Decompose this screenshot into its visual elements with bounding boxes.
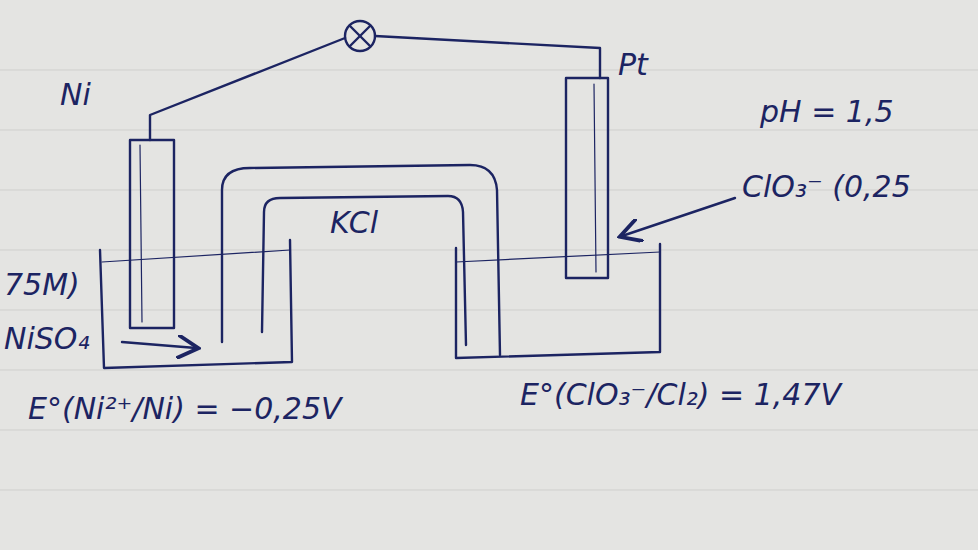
- condition-label: pH = 1,5: [760, 95, 894, 128]
- nickel-electrode: [130, 140, 174, 328]
- salt-bridge-label: KCl: [330, 206, 378, 239]
- wire: [150, 38, 345, 140]
- beaker: [456, 244, 660, 358]
- potential-label: E°(ClO₃⁻/Cl₂) = 1,47V: [520, 378, 841, 411]
- liquid-level: [456, 252, 660, 262]
- electrode-label: Ni: [60, 78, 91, 111]
- platinum-electrode: [566, 78, 608, 278]
- concentration-label: 75M): [4, 268, 80, 301]
- wire: [375, 36, 600, 78]
- leader-arrow: [122, 342, 196, 348]
- lamp-symbol: [345, 21, 375, 51]
- salt-bridge: [262, 196, 466, 345]
- leader-arrow: [622, 198, 735, 236]
- concentration-label: ClO₃⁻ (0,25: [742, 170, 911, 203]
- solution-label: NiSO₄: [4, 322, 89, 355]
- paper-lines: [0, 70, 978, 490]
- electrode-label: Pt: [618, 48, 648, 81]
- salt-bridge: [222, 165, 500, 355]
- potential-label: E°(Ni²⁺/Ni) = −0,25V: [28, 392, 342, 425]
